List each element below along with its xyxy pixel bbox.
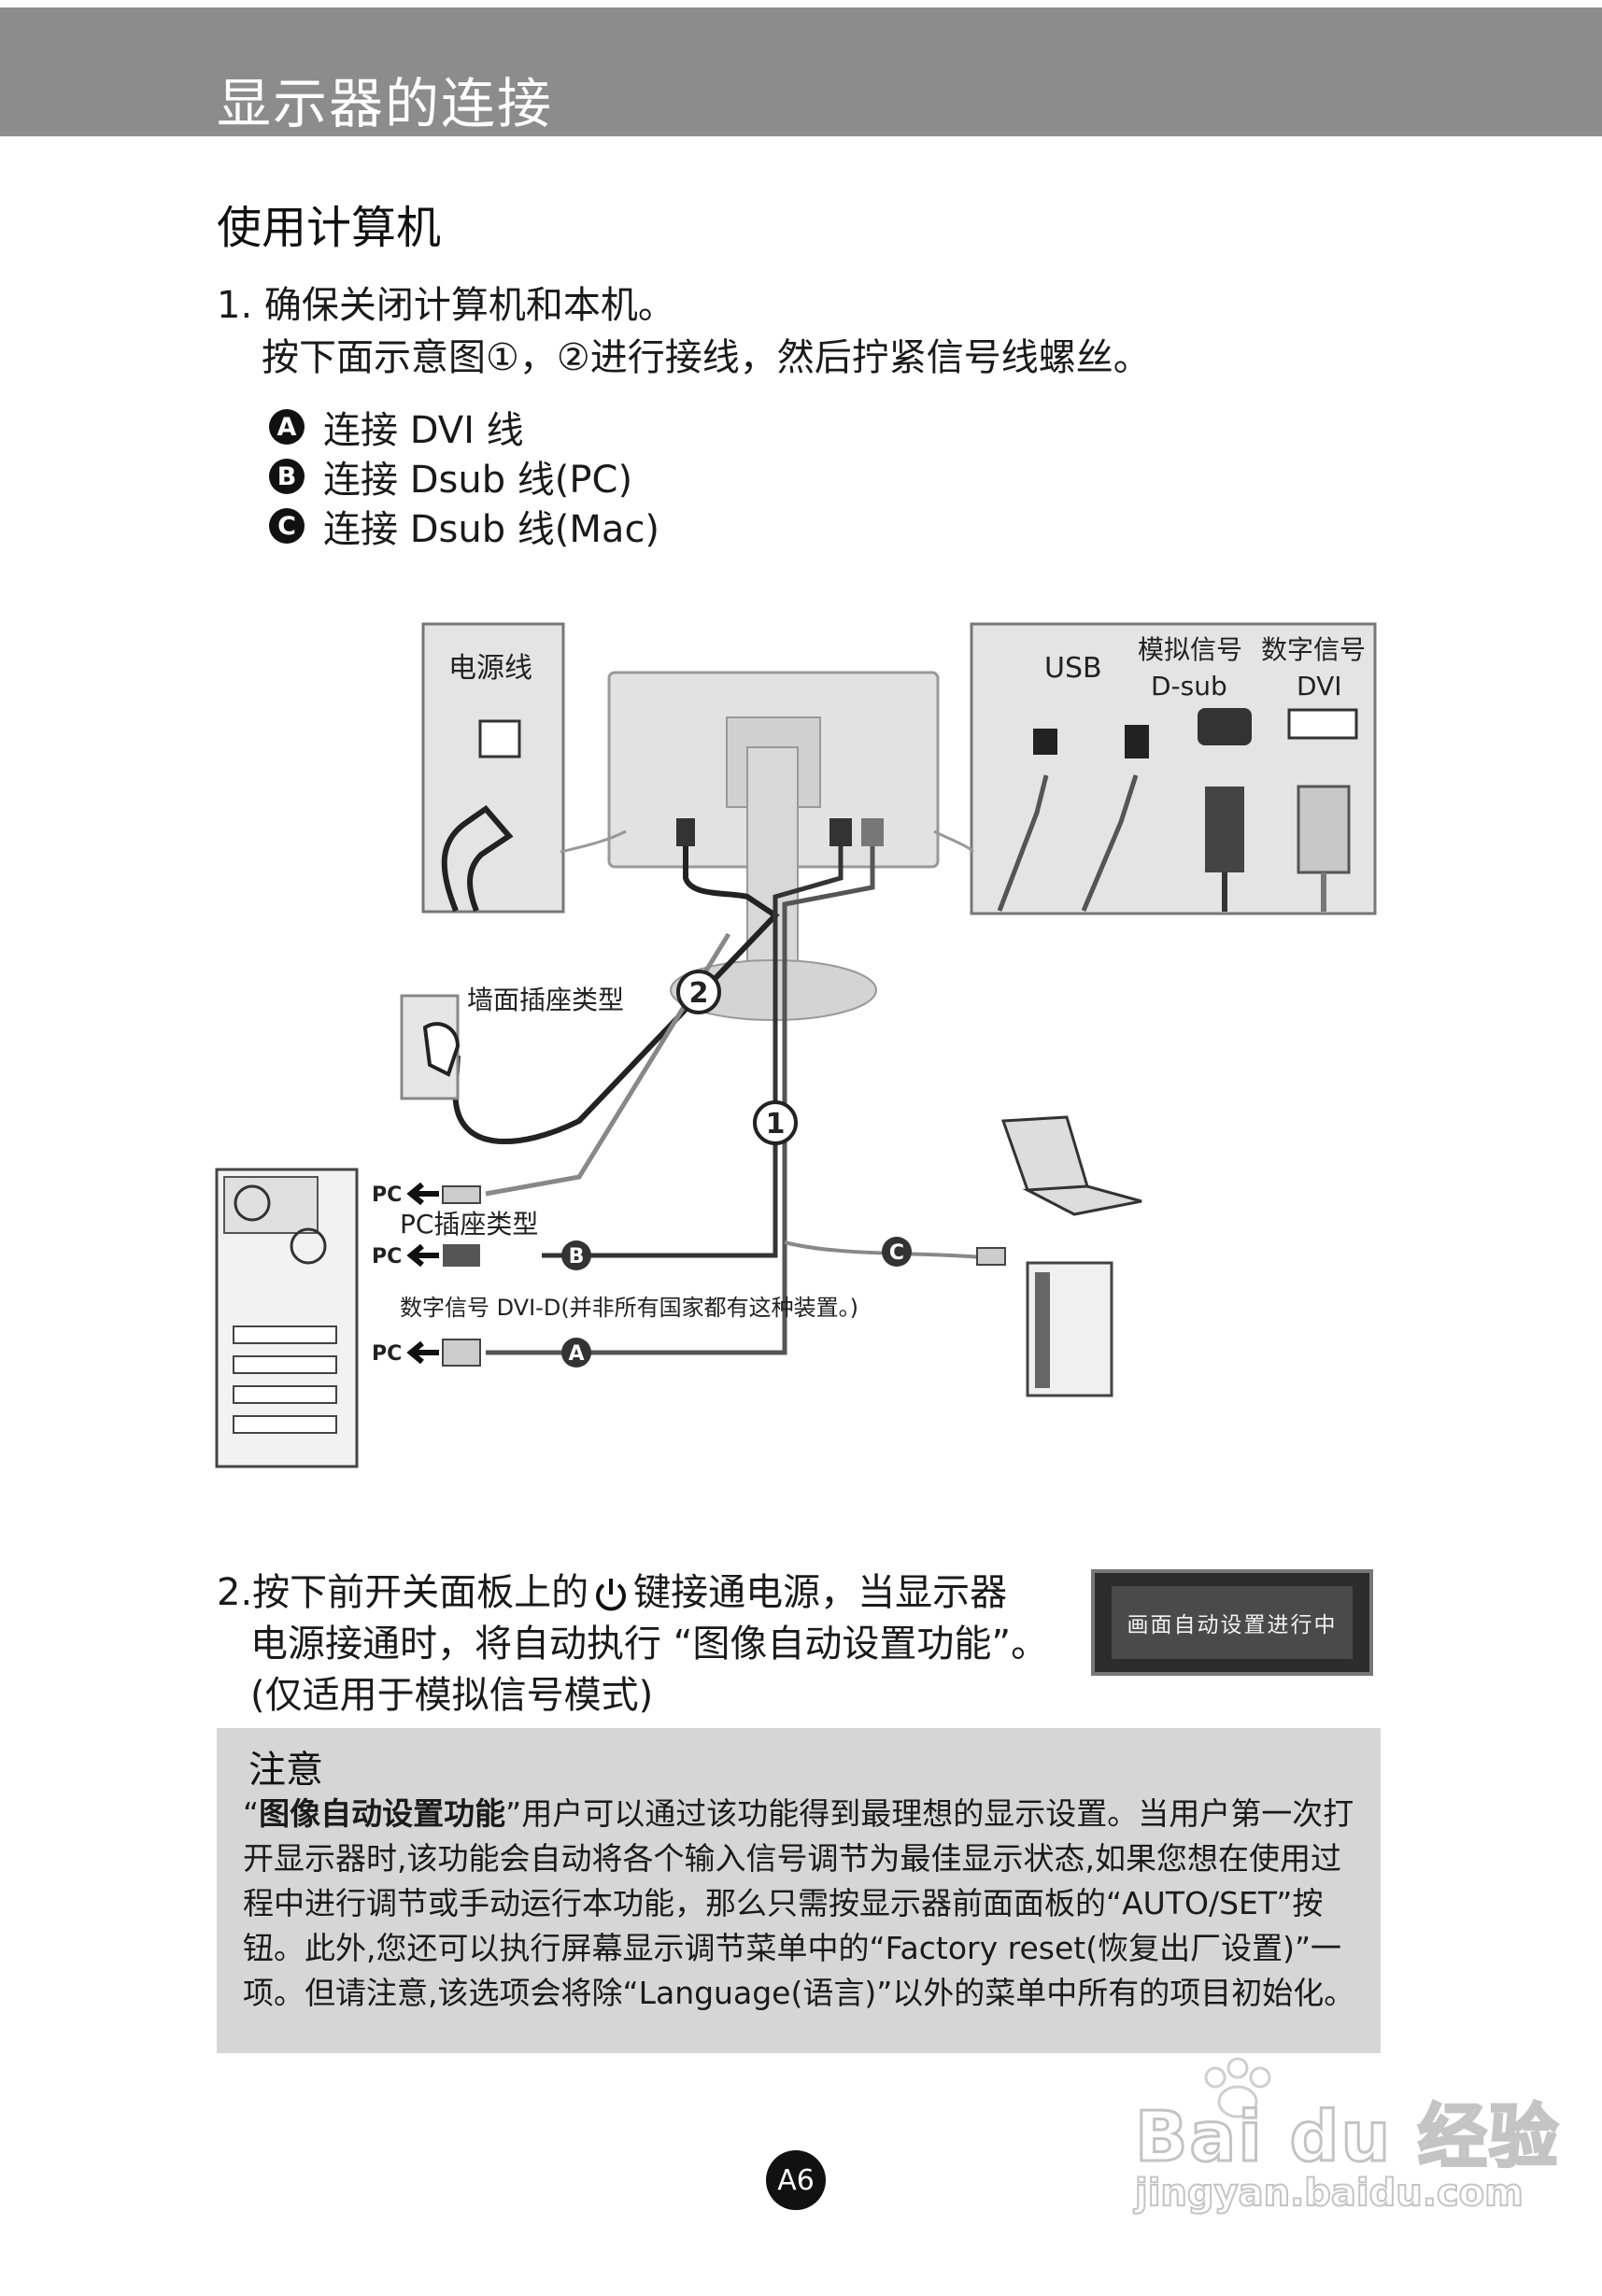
diagram-badge-a: A: [568, 1342, 584, 1366]
pc-psu-panel: [223, 1176, 319, 1234]
monitor-arm-right: [933, 829, 975, 854]
analog-label: 模拟信号: [1138, 634, 1242, 665]
osd-message-box: 画面自动设置进行中: [1091, 1569, 1373, 1676]
wall-socket-label: 墙面插座类型: [467, 985, 624, 1015]
pc-slot-3: [233, 1385, 337, 1404]
diagram-badge-a-circle: [561, 1338, 591, 1368]
note-title: 注意: [248, 1749, 323, 1792]
diagram-badge-b-circle: [561, 1240, 591, 1270]
watermark-brand: Bai du 经验: [1134, 2096, 1560, 2179]
step2-line2: 电源接通时，将自动执行 “图像自动设置功能”。: [250, 1623, 1049, 1665]
usb-label: USB: [1044, 652, 1102, 685]
connection-diagram: 电源线 USB 模拟信号 D-sub 数字信号 DVI 墙面插座类型 PC插座类…: [215, 622, 1377, 1468]
dsub-label: D-sub: [1151, 671, 1227, 702]
step2-line1: 2.按下前开关面板上的 键接通电源，当显示器: [217, 1562, 1007, 1616]
callout-1: 1: [766, 1108, 786, 1141]
usb-cable-1: [997, 774, 1049, 912]
digital-label: 数字信号: [1261, 634, 1366, 665]
note-bold-term: 图像自动设置功能: [259, 1795, 506, 1832]
power-cord-label: 电源线: [448, 652, 532, 685]
badge-b: B: [269, 459, 305, 494]
callout-2: 2: [689, 977, 709, 1010]
step1-line2: 按下面示意图①，②进行接线，然后拧紧信号线螺丝。: [262, 336, 1151, 379]
legend-item-b: B 连接 Dsub 线(PC): [269, 449, 632, 503]
page-number: A6: [766, 2150, 826, 2210]
page-header: 显示器的连接: [0, 7, 1602, 136]
pc-tag-dsub: PC: [372, 1245, 402, 1268]
pc-slot-2: [233, 1355, 337, 1374]
mac-connector-icon: [976, 1247, 1006, 1266]
dvi-port-icon: [1287, 708, 1358, 740]
pc-socket-label: PC插座类型: [400, 1209, 538, 1240]
step2-line1-b: 键接通电源，当显示器: [633, 1571, 1008, 1614]
cable-dsub-pc: [542, 846, 844, 1258]
pc-tag-dvi: PC: [372, 1342, 402, 1366]
callout-2-circle: [676, 970, 721, 1014]
paw-watermark-icon: [1204, 2057, 1271, 2119]
monitor-stand-neck: [746, 746, 799, 982]
watermark-site: jingyan.baidu.com: [1134, 2171, 1524, 2216]
arrow-pc-dsub: [406, 1243, 439, 1268]
dvi-note-label: 数字信号 DVI-D(并非所有国家都有这种装置。): [400, 1295, 858, 1321]
usb-b-port-icon: [1033, 729, 1057, 755]
pc-fan-icon-2: [290, 1227, 327, 1265]
step1-line1: 1. 确保关闭计算机和本机。: [217, 284, 675, 327]
arrow-pc-dvi: [406, 1340, 439, 1365]
usb-a-port-icon: [1125, 725, 1149, 758]
monitor-dsub-port-icon: [829, 818, 852, 846]
pc-tag-power: PC: [372, 1183, 402, 1207]
pc-slot-4: [233, 1415, 337, 1434]
pc-dsub-plug-icon: [443, 1244, 480, 1267]
legend-item-c: C 连接 Dsub 线(Mac): [269, 499, 659, 553]
pc-slot-1: [233, 1325, 337, 1344]
monitor-power-port-icon: [676, 818, 695, 846]
note-quote-open: “: [243, 1795, 260, 1832]
pc-fan-icon-1: [234, 1184, 271, 1222]
mac-tower-front: [1035, 1272, 1050, 1388]
power-plug-icon: [441, 804, 514, 913]
cable-mac: [784, 1240, 982, 1259]
note-text: ”用户可以通过该功能得到最理想的显示设置。当用户第一次打开显示器时,该功能会自动…: [243, 1795, 1355, 2011]
monitor-dvi-port-icon: [861, 818, 884, 846]
cable-power: [452, 846, 780, 1145]
diagram-badge-c: C: [889, 1241, 904, 1265]
badge-a: A: [269, 409, 305, 445]
callout-1-circle: [753, 1100, 798, 1145]
badge-c: C: [269, 508, 305, 544]
cable-dvi-pc: [486, 846, 875, 1355]
legend-label-a: 连接 DVI 线: [323, 409, 524, 452]
cable-pc-power: [485, 932, 731, 1197]
note-box: 注意 “图像自动设置功能”用户可以通过该功能得到最理想的显示设置。当用户第一次打…: [217, 1728, 1381, 2053]
step2-line3: (仅适用于模拟信号模式): [250, 1674, 654, 1717]
pc-power-plug-icon: [442, 1185, 481, 1204]
dvi-plug-icon: [1297, 785, 1351, 874]
legend-item-a: A 连接 DVI 线: [269, 400, 524, 454]
note-body: “图像自动设置功能”用户可以通过该功能得到最理想的显示设置。当用户第一次打开显示…: [243, 1792, 1360, 2016]
wall-plug-icon: [422, 1022, 461, 1077]
osd-message: 画面自动设置进行中: [1112, 1586, 1353, 1659]
section-title: 使用计算机: [217, 202, 442, 254]
legend-label-c: 连接 Dsub 线(Mac): [323, 508, 660, 551]
legend-label-b: 连接 Dsub 线(PC): [323, 459, 633, 502]
page-header-title: 显示器的连接: [217, 72, 554, 135]
diagram-badge-b: B: [569, 1245, 585, 1268]
arrow-pc-power: [406, 1182, 439, 1206]
step2-line1-a: 2.按下前开关面板上的: [217, 1571, 589, 1614]
dsub-port-icon: [1198, 708, 1252, 745]
monitor-arm-left: [560, 829, 627, 854]
dsub-plug-icon: [1205, 787, 1244, 872]
pc-dvi-plug-icon: [442, 1339, 481, 1367]
diagram-badge-c-circle: [882, 1237, 912, 1267]
power-icon: [592, 1576, 630, 1613]
dvi-label: DVI: [1297, 671, 1341, 702]
usb-cable-2: [1081, 774, 1139, 912]
power-socket-icon: [478, 719, 521, 758]
laptop-icon: [1000, 1115, 1142, 1216]
